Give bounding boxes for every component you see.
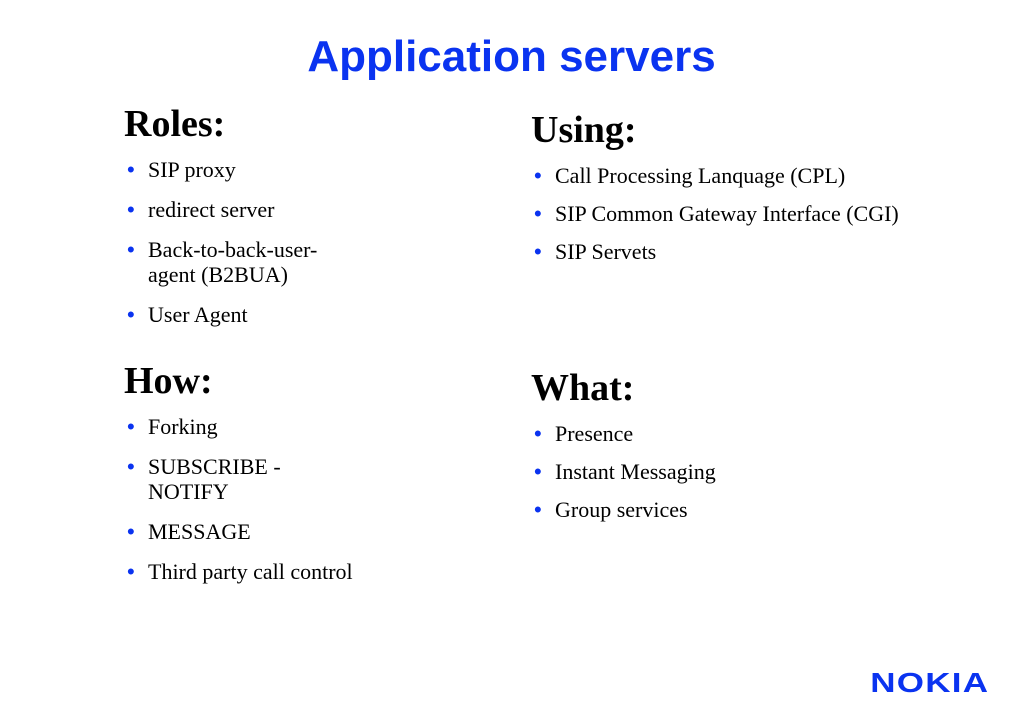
roles-list: • SIP proxy • redirect server • Back-to-bac…	[124, 157, 454, 327]
list-item-text: SUBSCRIBE - NOTIFY	[148, 454, 281, 504]
list-item-text: SIP Common Gateway Interface (CGI)	[555, 201, 899, 226]
bullet-dot-icon: •	[127, 414, 135, 439]
nokia-logo: NOKIA	[869, 667, 989, 698]
slide-title: Application servers	[307, 32, 716, 81]
list-item: • Third party call control	[124, 559, 454, 584]
bullet-dot-icon: •	[127, 559, 135, 584]
list-item: • User Agent	[124, 302, 454, 327]
list-item-text: User Agent	[148, 302, 248, 327]
list-item-text: Call Processing Lanquage (CPL)	[555, 163, 846, 188]
list-item-text: MESSAGE	[148, 519, 251, 544]
list-item-text: Forking	[148, 414, 218, 439]
how-heading: How:	[124, 360, 213, 402]
using-section: Using: • Call Processing Lanquage (CPL) •…	[531, 109, 971, 277]
bullet-dot-icon: •	[127, 157, 135, 182]
list-item: • SIP Servets	[531, 239, 971, 264]
list-item-text: Presence	[555, 421, 634, 446]
bullet-dot-icon: •	[127, 302, 135, 327]
list-item: • Presence	[531, 421, 971, 446]
what-list: • Presence • Instant Messaging • Group serv…	[531, 421, 971, 522]
list-item-text: Third party call control	[148, 559, 353, 584]
how-list: • Forking • SUBSCRIBE - NOTIFY • MESSAGE • T…	[124, 414, 454, 584]
what-heading: What:	[531, 367, 635, 409]
what-section: What: • Presence • Instant Messaging • Grou…	[531, 367, 971, 535]
bullet-dot-icon: •	[127, 197, 135, 222]
bullet-dot-icon: •	[534, 497, 542, 522]
bullet-dot-icon: •	[534, 201, 542, 226]
roles-section: Roles: • SIP proxy • redirect server • Back…	[124, 103, 454, 342]
list-item-text: Instant Messaging	[555, 459, 716, 484]
bullet-dot-icon: •	[534, 421, 542, 446]
bullet-dot-icon: •	[127, 519, 135, 544]
list-item: • MESSAGE	[124, 519, 454, 544]
bullet-dot-icon: •	[534, 239, 542, 264]
bullet-dot-icon: •	[127, 454, 135, 479]
list-item-text: SIP Servets	[555, 239, 657, 264]
list-item: • SIP Common Gateway Interface (CGI)	[531, 201, 971, 226]
using-list: • Call Processing Lanquage (CPL) • SIP Com…	[531, 163, 971, 264]
list-item: • SIP proxy	[124, 157, 454, 182]
bullet-dot-icon: •	[534, 459, 542, 484]
list-item: • redirect server	[124, 197, 454, 222]
how-section: How: • Forking • SUBSCRIBE - NOTIFY • MESSA…	[124, 360, 454, 599]
list-item: • Back-to-back-user-agent (B2BUA)	[124, 237, 454, 287]
bullet-dot-icon: •	[127, 237, 135, 262]
list-item: • SUBSCRIBE - NOTIFY	[124, 454, 454, 504]
list-item: • Forking	[124, 414, 454, 439]
roles-heading: Roles:	[124, 103, 226, 145]
list-item-text: Back-to-back-user-agent (B2BUA)	[148, 237, 318, 287]
list-item-text: redirect server	[148, 197, 275, 222]
bullet-dot-icon: •	[534, 163, 542, 188]
list-item-text: SIP proxy	[148, 157, 236, 182]
list-item: • Group services	[531, 497, 971, 522]
using-heading: Using:	[531, 109, 637, 151]
list-item: • Call Processing Lanquage (CPL)	[531, 163, 971, 188]
list-item-text: Group services	[555, 497, 688, 522]
list-item: • Instant Messaging	[531, 459, 971, 484]
